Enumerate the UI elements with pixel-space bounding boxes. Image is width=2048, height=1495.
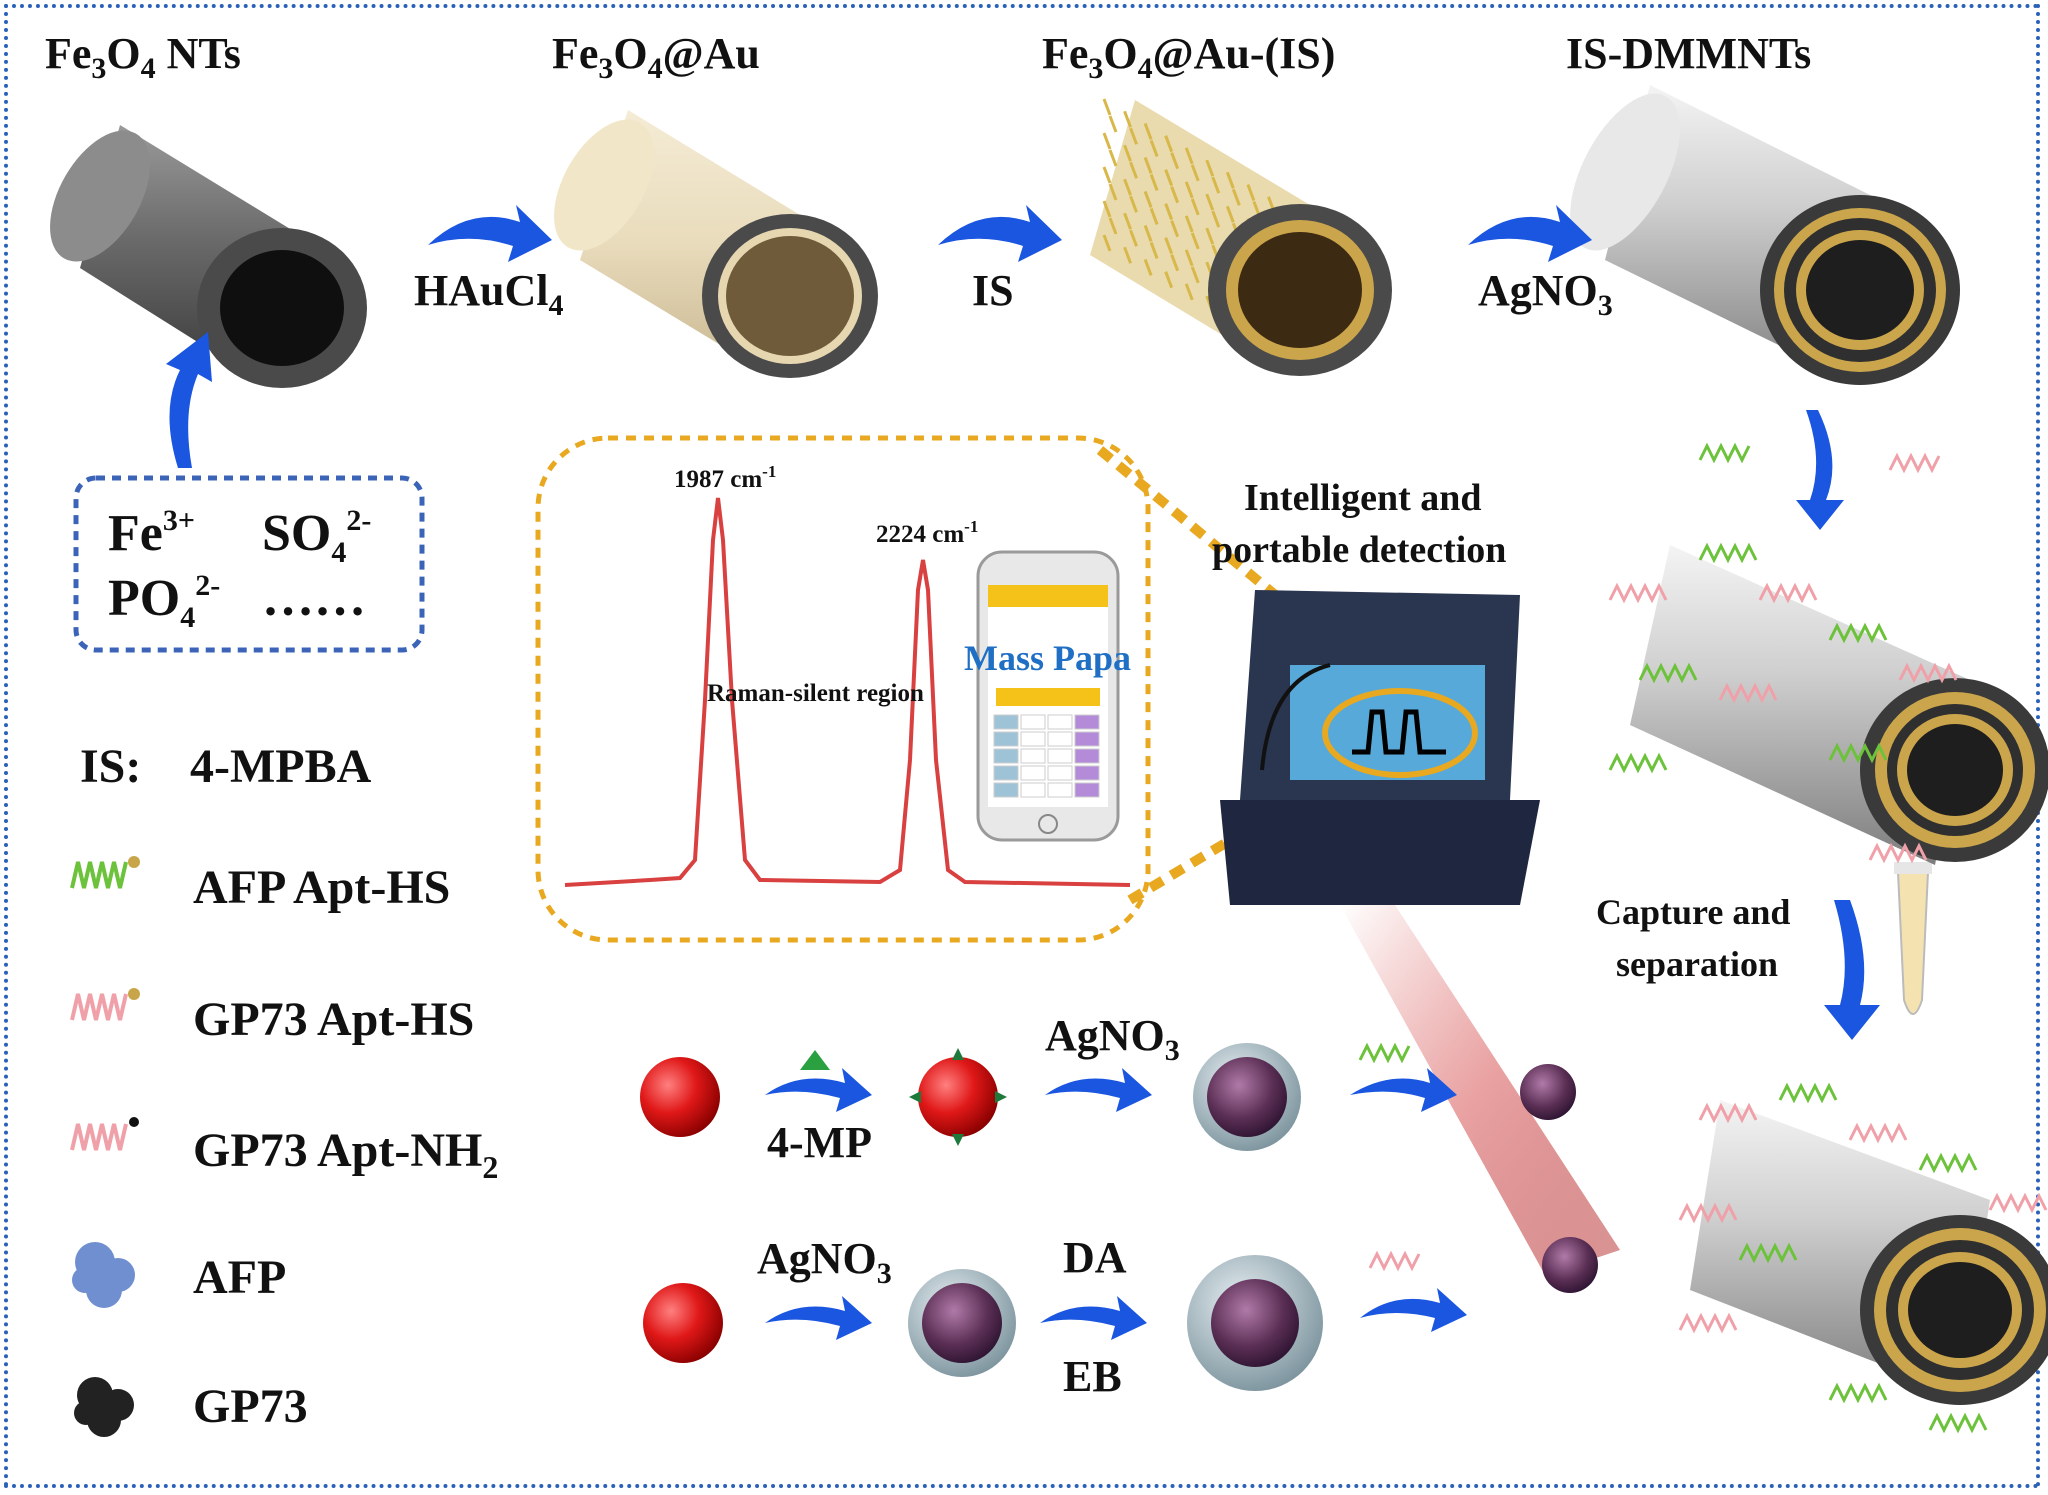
- tube-fe3o4-au-is: [1090, 98, 1392, 376]
- arrow-ions-up: [166, 332, 212, 468]
- ion-fe3: Fe3+: [108, 504, 195, 562]
- portable-raman-device: [1220, 590, 1540, 905]
- centrifuge-tube-icon: [1894, 862, 1932, 1015]
- arrow-dmmnts-down: [1796, 410, 1844, 530]
- step-label-agno3-gp73: AgNO3: [757, 1234, 892, 1290]
- legend-gp73-apt-nh2: GP73 Apt-NH2: [193, 1124, 498, 1185]
- tube-fe3o4-nts: [50, 125, 367, 388]
- step-label-4-mp: 4-MP: [767, 1118, 872, 1167]
- legend-gp73-apt-hs-icon: [70, 988, 140, 1021]
- stage-title-fe3o4-nts: Fe3O4 NTs: [45, 29, 241, 85]
- step-label-agno3-afp: AgNO3: [1045, 1011, 1180, 1067]
- arrow-to-fe3o4-au-is: [938, 205, 1062, 262]
- captured-tube-lower: [1690, 1100, 2048, 1405]
- legend-afp-protein-icon: [72, 1242, 135, 1308]
- stage-title-fe3o4-au: Fe3O4@Au: [552, 29, 760, 85]
- capture-title-line2: separation: [1616, 944, 1778, 984]
- captured-tube-upper: [1630, 545, 2048, 865]
- tube-fe3o4-au: [554, 110, 878, 378]
- stage-title-is-dmmnts: IS-DMMNTs: [1566, 29, 1811, 78]
- smartphone-app-icon: [976, 550, 1120, 842]
- peak-label-2224: 2224 cm-1: [876, 517, 978, 548]
- legend-afp: AFP: [193, 1251, 286, 1304]
- arrow-capture-down: [1824, 900, 1880, 1040]
- arrows-probe-row-gp73: [765, 1288, 1467, 1340]
- ion-more: ……: [262, 570, 366, 627]
- au-nanoparticle-1: [640, 1057, 720, 1137]
- reagent-haucl4: HAuCl4: [414, 266, 563, 322]
- reagent-is: IS: [972, 266, 1014, 315]
- stage-title-fe3o4-au-is: Fe3O4@Au-(IS): [1042, 29, 1335, 85]
- au-nanoparticle-2: [643, 1283, 723, 1363]
- arrow-to-fe3o4-au: [428, 205, 552, 262]
- raman-spectrum-trace: [564, 497, 1131, 887]
- legend-is-label: IS:: [80, 740, 141, 793]
- au-4mp-particle: [918, 1057, 998, 1137]
- legend-is-value: 4-MPBA: [190, 740, 372, 793]
- legend-gp73: GP73: [193, 1380, 308, 1433]
- legend-afp-apt-icon: [70, 856, 140, 889]
- legend-afp-apt-hs: AFP Apt-HS: [193, 861, 450, 914]
- gp73-sers-probe: [1542, 1237, 1598, 1293]
- legend-gp73-apt-nh2-icon: [70, 1117, 139, 1151]
- step-label-da: DA: [1063, 1233, 1127, 1282]
- raman-silent-region-label: Raman-silent region: [707, 680, 924, 707]
- tube-is-dmmnts: [1570, 85, 1960, 385]
- 4-mp-molecule-icon: [800, 1050, 830, 1070]
- ion-so4: SO42-: [262, 504, 371, 569]
- reagent-agno3-top: AgNO3: [1478, 266, 1613, 322]
- ion-po4: PO42-: [108, 569, 220, 634]
- detection-title-line1: Intelligent and: [1244, 477, 1482, 519]
- step-label-eb: EB: [1063, 1352, 1122, 1401]
- legend-gp73-apt-hs: GP73 Apt-HS: [193, 993, 474, 1046]
- arrows-probe-row-afp: [765, 1068, 1457, 1112]
- detection-title-line2: portable detection: [1212, 529, 1506, 571]
- spectrum-callout: [535, 435, 1151, 943]
- legend-gp73-protein-icon: [74, 1377, 134, 1437]
- ion-box: [73, 475, 425, 653]
- peak-label-1987: 1987 cm-1: [674, 462, 776, 493]
- afp-sers-probe: [1520, 1064, 1576, 1120]
- probe-row-afp: [640, 1043, 1301, 1151]
- arrows-top-row: [166, 205, 1880, 1040]
- capture-title-line1: Capture and: [1596, 892, 1790, 932]
- probe-row-gp73: [643, 1255, 1323, 1391]
- arrow-to-is-dmmnts: [1468, 205, 1592, 262]
- laser-beam: [1340, 905, 1620, 1275]
- app-name-label: Mass Papa: [964, 638, 1131, 678]
